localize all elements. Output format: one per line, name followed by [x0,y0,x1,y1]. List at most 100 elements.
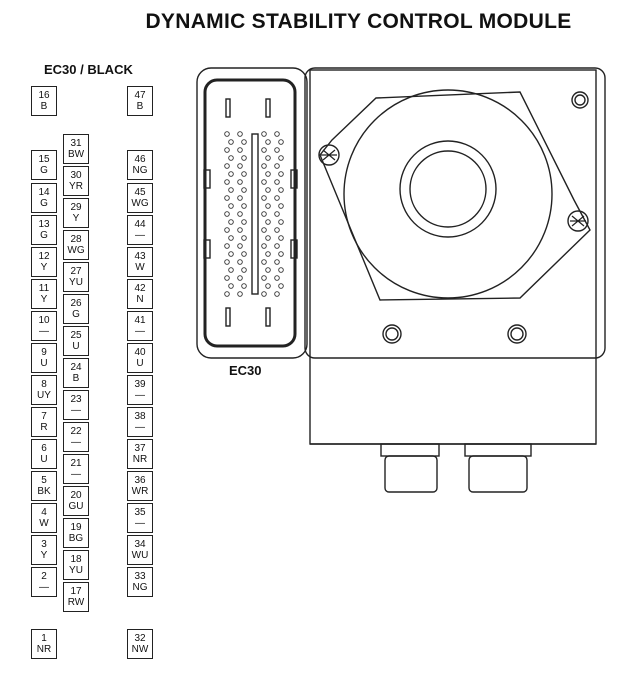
pin-wire-color: YR [69,181,83,192]
pin-number: 22 [70,426,82,437]
connector-pin-dot [228,267,234,273]
port-left [380,443,440,457]
connector-pin-dot [224,211,230,217]
connector-pin-dot [224,131,230,137]
pin-number: 13 [38,219,50,230]
pin-wire-color: — [135,422,145,433]
pin-wire-color: — [135,518,145,529]
connector-pin-dot [228,251,234,257]
pin-wire-color: BG [68,533,84,544]
connector-pin-dot [224,227,230,233]
pin-wire-color: NR [36,644,52,655]
pin-44: 44— [127,215,153,245]
pin-number: 31 [70,138,82,149]
pin-21: 21— [63,454,89,484]
pin-wire-color: Y [72,213,80,224]
connector-pin-dot [224,147,230,153]
pin-wire-color: — [135,390,145,401]
connector-pin-dot [261,243,267,249]
pin-number: 9 [41,347,47,358]
pin-wire-color: GU [68,501,84,512]
pin-number: 27 [70,266,82,277]
pin-wire-color: BK [37,486,51,497]
pin-number: 42 [134,283,146,294]
connector-pin-dot [241,219,247,225]
connector-pin-dot [265,283,271,289]
connector-pin-dot [265,155,271,161]
pin-number: 45 [134,187,146,198]
connector-pin-dot [261,275,267,281]
connector-pin-dot [228,171,234,177]
pin-number: 32 [134,633,146,644]
connector-pin-dot [224,163,230,169]
connector-pin-dot [241,251,247,257]
connector-pin-dot [274,195,280,201]
pin-wire-color: WG [131,198,149,209]
pin-number: 37 [134,443,146,454]
connector-pin-dot [228,187,234,193]
pin-22: 22— [63,422,89,452]
pin-number: 7 [41,411,47,422]
connector-pin-dot [278,171,284,177]
pin-number: 5 [41,475,47,486]
pin-wire-color: YU [69,277,83,288]
connector-pin-dot [261,291,267,297]
pin-10: 10— [31,311,57,341]
pin-wire-color: Y [40,550,48,561]
pin-wire-color: WU [131,550,149,561]
connector-pin-dot [228,235,234,241]
pin-number: 11 [38,283,50,294]
connector-pin-dot [261,211,267,217]
mount-hole-top-right [571,91,589,109]
pin-wire-color: R [40,422,48,433]
pin-number: 19 [70,522,82,533]
pin-number: 26 [70,298,82,309]
connector-pin-dot [278,139,284,145]
connector-pin-dot [265,267,271,273]
connector-pin-dot [274,275,280,281]
connector-pin-dot [261,179,267,185]
connector-pin-dot [278,235,284,241]
connector-pin-dot [237,179,243,185]
pin-wire-color: UY [37,390,51,401]
pin-number: 25 [70,330,82,341]
connector-pin-dot [228,283,234,289]
connector-pin-dot [237,259,243,265]
pin-39: 39— [127,375,153,405]
pin-number: 3 [41,539,47,550]
connector-pin-dot [274,147,280,153]
connector-pin-dot [241,187,247,193]
connector-pin-dot [278,187,284,193]
pin-wire-color: NW [131,644,149,655]
pin-wire-color: — [135,326,145,337]
pin-41: 41— [127,311,153,341]
connector-label: EC30 / BLACK [44,62,133,77]
connector-pin-dot [224,259,230,265]
motor-cap-outer [399,140,497,238]
connector-pin-dot [228,219,234,225]
connector-pin-dot [224,243,230,249]
pin-number: 34 [134,539,146,550]
pin-number: 4 [41,507,47,518]
pin-wire-color: BW [67,149,85,160]
pin-number: 30 [70,170,82,181]
connector-pin-dot [228,139,234,145]
connector-pin-dot [228,203,234,209]
connector-pin-dot [241,267,247,273]
connector-pin-dot [237,227,243,233]
pin-number: 29 [70,202,82,213]
pin-number: 38 [134,411,146,422]
